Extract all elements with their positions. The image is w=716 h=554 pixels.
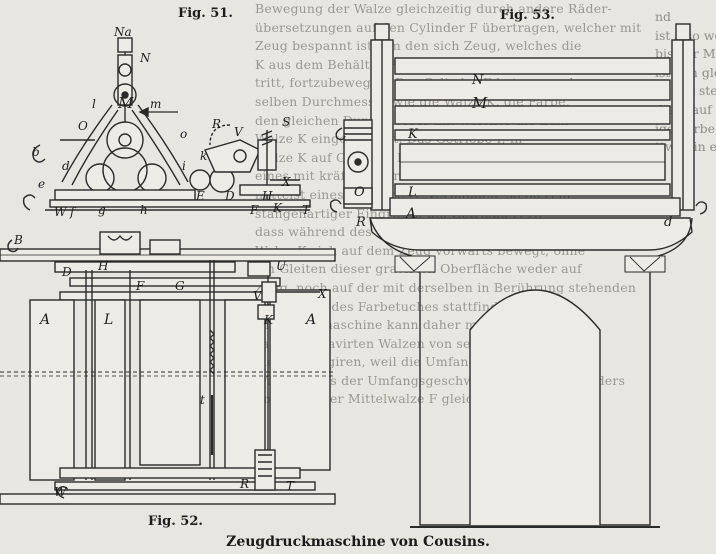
label-f: f <box>69 205 77 219</box>
label52-b: B <box>13 233 23 247</box>
label52-l: L <box>103 312 113 328</box>
right-column-line: nd <box>655 9 672 24</box>
label52-k: K <box>263 313 274 327</box>
background-text-line: übersetzungen auf den Cylinder F übertra… <box>255 19 642 35</box>
label-s: S <box>282 115 290 129</box>
label-e2: E <box>195 189 205 203</box>
label52-h: H <box>97 259 109 273</box>
label-o2: o <box>180 127 187 141</box>
label-v: V <box>234 125 244 139</box>
label-x: X <box>281 175 291 189</box>
label52-a-left: A <box>38 312 50 328</box>
background-text-line: Zeug bespannt ist, um den sich Zeug, wel… <box>255 38 582 54</box>
label-na: Na <box>113 25 132 39</box>
label52-t: t <box>200 393 205 407</box>
label-m-lower: m <box>150 97 161 111</box>
label-t: T <box>302 203 311 217</box>
label52-g: G <box>175 279 185 293</box>
label-m-upper: M <box>117 94 134 112</box>
label-n: N <box>139 51 151 65</box>
label53-o: O <box>354 185 365 200</box>
label-d: d <box>62 159 70 173</box>
label-k: k <box>200 149 207 163</box>
label52-a-right: A <box>304 312 316 328</box>
label53-k: K <box>407 127 419 142</box>
label52-x: X <box>317 287 327 301</box>
figure-caption: Zeugdruckmaschine von Cousins. <box>226 534 490 550</box>
label-w: W <box>54 205 68 219</box>
label-g: g <box>98 203 106 217</box>
label-f2: F <box>249 203 259 217</box>
label52-v: V <box>253 289 263 303</box>
label52-f: F <box>135 279 145 293</box>
label53-m: M <box>471 94 488 112</box>
label-r: R <box>211 117 221 131</box>
label-i: i <box>182 159 186 173</box>
label-l: l <box>92 97 96 111</box>
label52-d: D <box>61 265 72 279</box>
label-e: e <box>38 177 45 191</box>
label-b: b <box>32 145 40 159</box>
fig51-label: Fig. 51. <box>178 6 233 21</box>
label53-a: A <box>404 206 416 222</box>
label-o: O <box>78 119 88 133</box>
label-h: h <box>140 203 148 217</box>
label53-n: N <box>471 73 484 88</box>
background-text-line: Bewegung der Walze gleichzeitig durch an… <box>255 1 612 16</box>
label53-d: d <box>664 215 672 230</box>
label52-t2: T <box>286 479 295 493</box>
label-k2: K <box>272 201 283 215</box>
fig53-label: Fig. 53. <box>500 8 555 23</box>
label-d2: D <box>224 189 235 203</box>
label52-w: W <box>54 485 68 499</box>
label52-r: R <box>239 477 249 491</box>
label53-l: L <box>407 185 417 200</box>
fig52-label: Fig. 52. <box>148 514 203 529</box>
label52-u: U <box>276 259 287 273</box>
label-h2: H <box>261 189 273 203</box>
label53-r: R <box>355 215 366 230</box>
